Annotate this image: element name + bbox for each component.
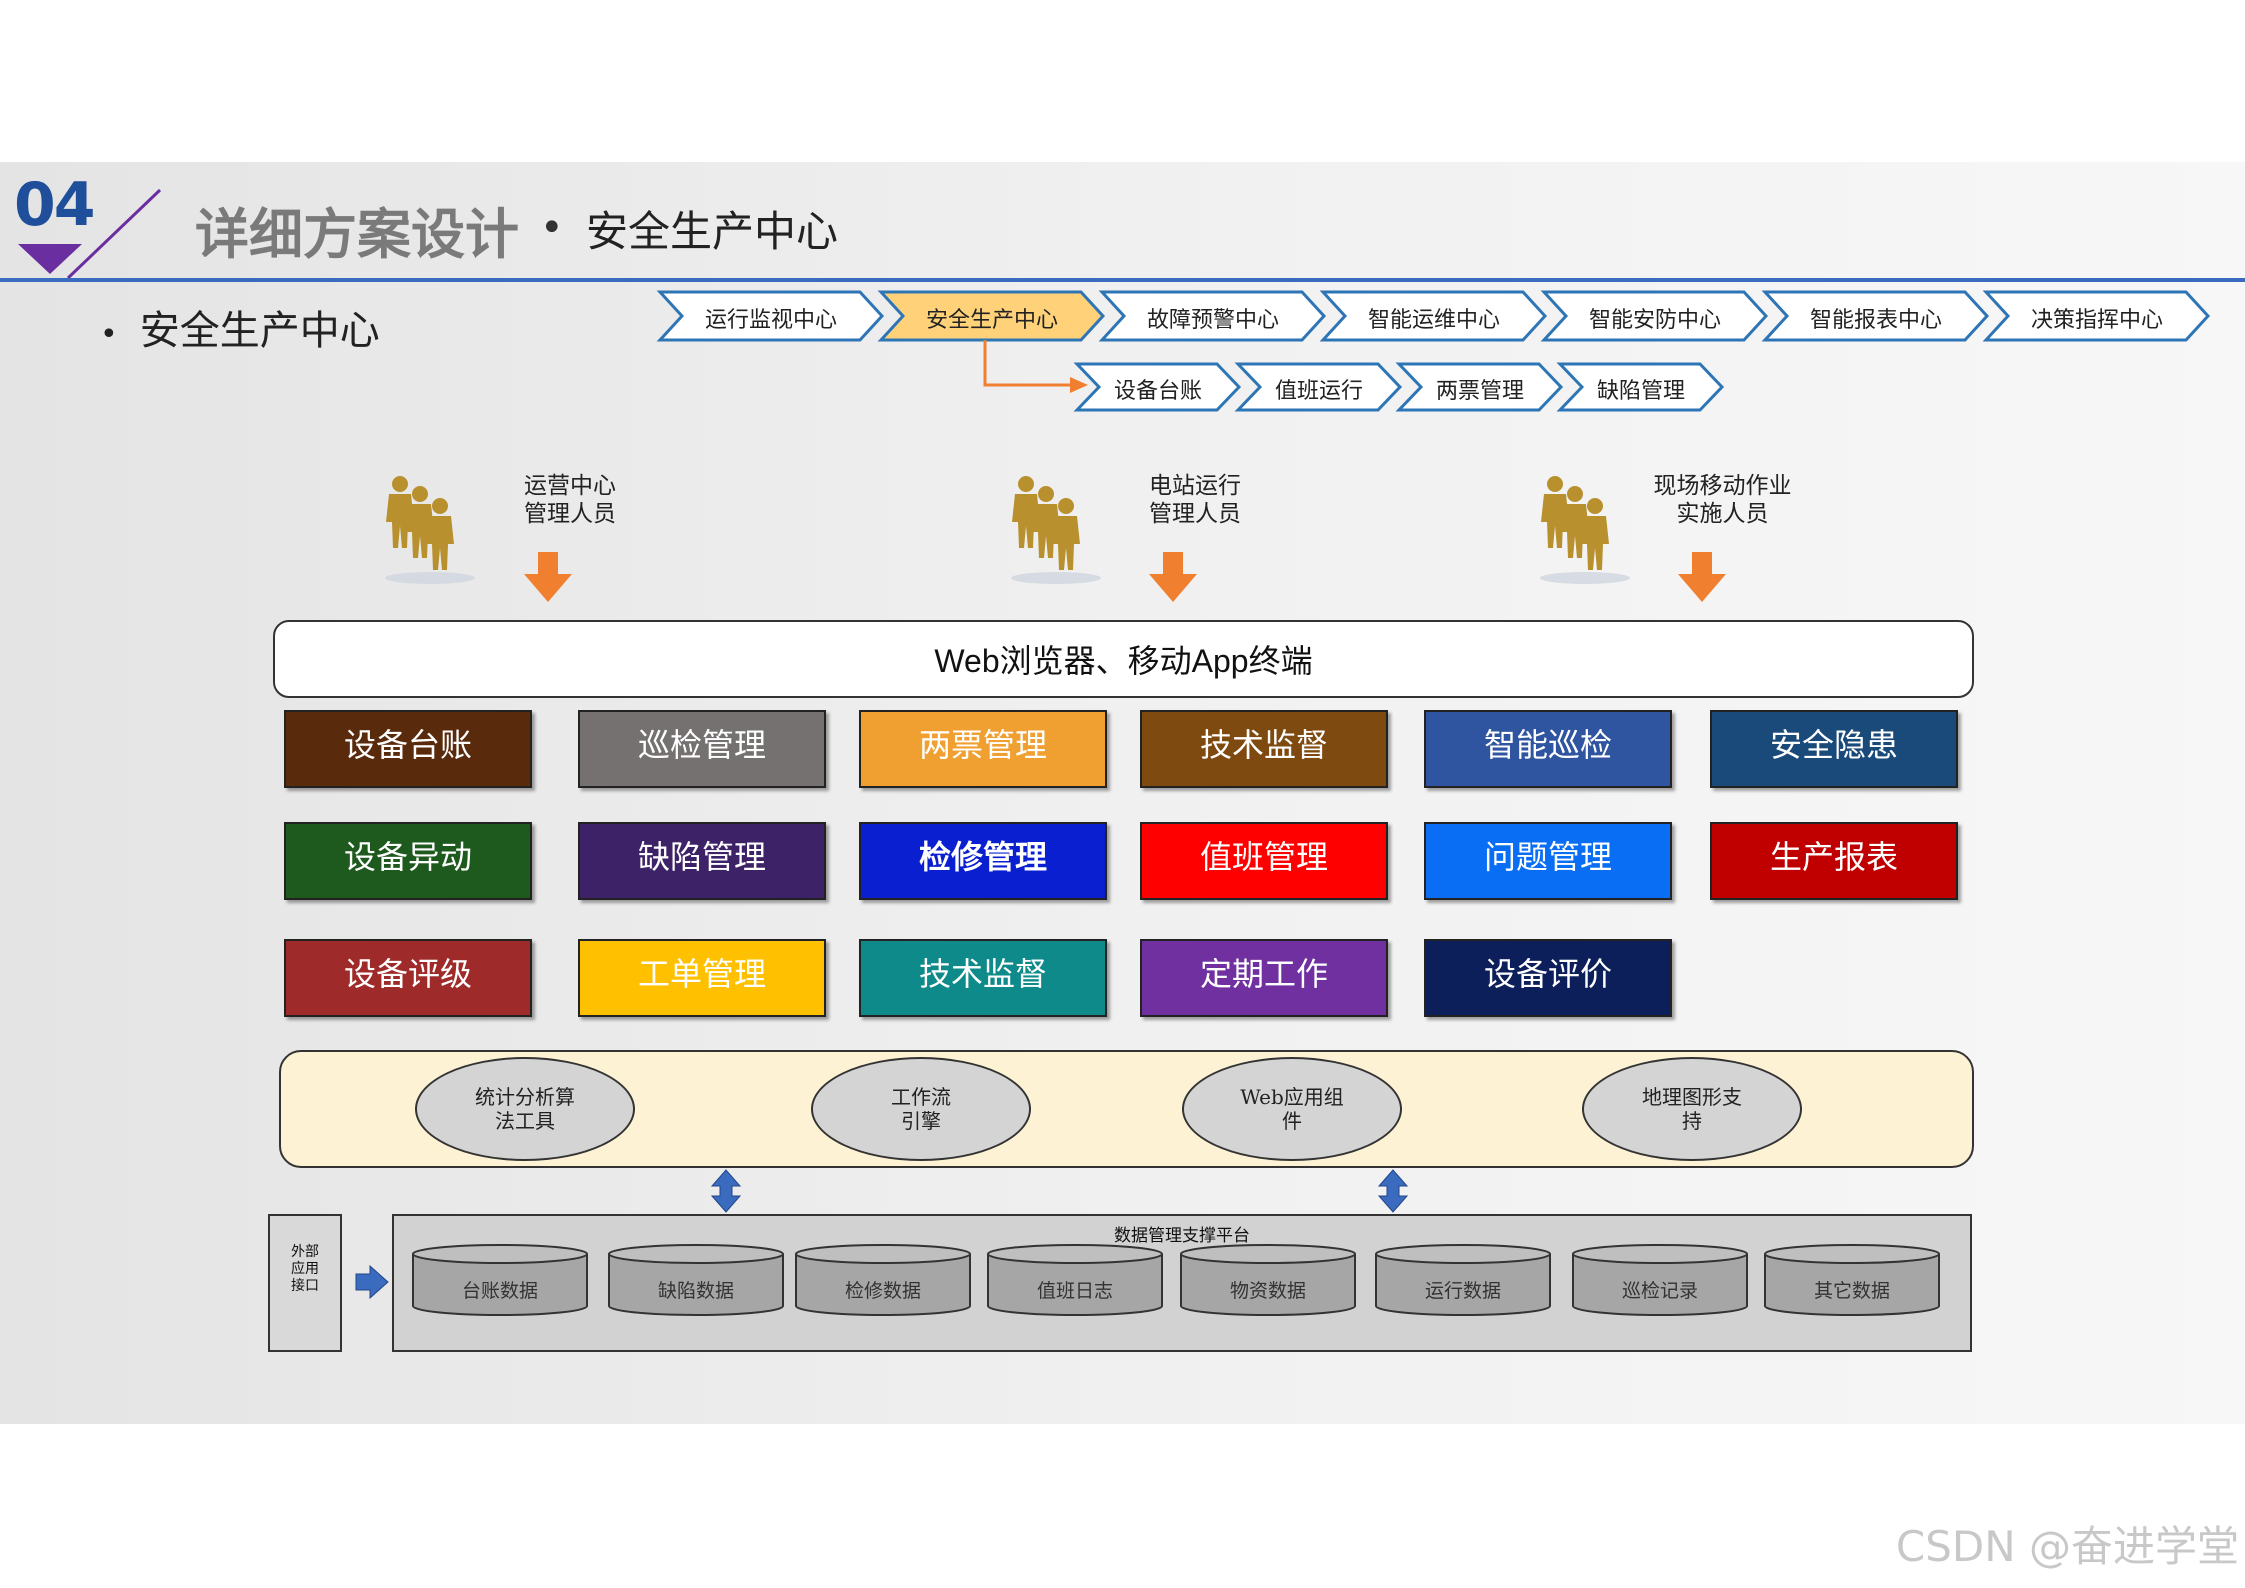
- nav-chevron-shape[interactable]: [656, 290, 885, 342]
- nav-chevron-shape[interactable]: [1098, 290, 1327, 342]
- terminal-bar: Web浏览器、移动App终端: [273, 620, 1974, 698]
- nav-chevrons: [656, 290, 2211, 412]
- database-cylinder-icon: [608, 1244, 784, 1316]
- sync-arrows: [710, 1169, 1409, 1213]
- nav-tab-6[interactable]: 决策指挥中心: [2030, 308, 2163, 333]
- nav-chevron-shape[interactable]: [877, 290, 1106, 342]
- nav-tab-5[interactable]: 智能报表中心: [1809, 308, 1942, 333]
- database-label: 台账数据: [461, 1280, 538, 1302]
- database-label: 运行数据: [1424, 1280, 1501, 1302]
- database-cylinder-icon: [795, 1244, 971, 1316]
- role-label: 电站运行管理人员: [1149, 473, 1241, 527]
- module-tile[interactable]: 巡检管理: [578, 710, 826, 788]
- role-label: 现场移动作业实施人员: [1653, 473, 1792, 527]
- module-tile[interactable]: 两票管理: [859, 710, 1107, 788]
- database-cylinders: [412, 1244, 1940, 1316]
- sub-nav-tab-3[interactable]: 缺陷管理: [1596, 379, 1685, 404]
- sub-nav-chevron-shape[interactable]: [1073, 362, 1242, 412]
- platform-title: 数据管理支撑平台: [1114, 1226, 1250, 1246]
- nav-chevron-shape[interactable]: [1761, 290, 1990, 342]
- sub-nav-chevron-shape[interactable]: [1234, 362, 1403, 412]
- module-tile[interactable]: 设备评级: [284, 939, 532, 1017]
- database-cylinder-icon: [1375, 1244, 1551, 1316]
- module-tile[interactable]: 缺陷管理: [578, 822, 826, 900]
- nav-tab-4[interactable]: 智能安防中心: [1588, 308, 1721, 333]
- module-tile[interactable]: 技术监督: [1140, 710, 1388, 788]
- database-label: 检修数据: [844, 1280, 921, 1302]
- header-slash: [66, 188, 162, 280]
- section-number: 04: [14, 170, 95, 240]
- database-label: 巡检记录: [1621, 1280, 1698, 1302]
- bullet-heading: •安全生产中心: [100, 308, 380, 354]
- database-cylinder-icon: [1572, 1244, 1748, 1316]
- module-tile[interactable]: 设备评价: [1424, 939, 1672, 1017]
- sub-nav-chevron-shape[interactable]: [1556, 362, 1725, 412]
- database-cylinder-icon: [987, 1244, 1163, 1316]
- right-arrow-icon: [355, 1264, 389, 1300]
- double-arrow-icon: [1377, 1169, 1409, 1213]
- module-tile[interactable]: 工单管理: [578, 939, 826, 1017]
- module-tile[interactable]: 生产报表: [1710, 822, 1958, 900]
- database-label: 物资数据: [1229, 1280, 1306, 1302]
- nav-chevron-shape[interactable]: [1319, 290, 1548, 342]
- module-tile[interactable]: 智能巡检: [1424, 710, 1672, 788]
- page-subtitle: 安全生产中心: [586, 207, 839, 256]
- title-separator: •: [540, 205, 564, 251]
- sub-nav-tab-2[interactable]: 两票管理: [1435, 379, 1524, 404]
- nav-chevron-shape[interactable]: [1982, 290, 2211, 342]
- database-label: 值班日志: [1036, 1280, 1113, 1302]
- sub-nav-chevron-shape[interactable]: [1395, 362, 1564, 412]
- section-triangle-icon: [18, 244, 82, 274]
- module-tile[interactable]: 值班管理: [1140, 822, 1388, 900]
- module-tile[interactable]: 安全隐患: [1710, 710, 1958, 788]
- nav-tab-3[interactable]: 智能运维中心: [1367, 308, 1500, 333]
- sub-nav-connector-arrow-icon: [1070, 377, 1088, 393]
- database-cylinder-icon: [1180, 1244, 1356, 1316]
- module-tile[interactable]: 设备异动: [284, 822, 532, 900]
- module-tile[interactable]: 设备台账: [284, 710, 532, 788]
- tool-ellipse: 地理图形支持: [1582, 1057, 1802, 1161]
- module-tile[interactable]: 技术监督: [859, 939, 1107, 1017]
- bullet-heading-text: 安全生产中心: [139, 308, 380, 354]
- module-tile[interactable]: 问题管理: [1424, 822, 1672, 900]
- nav-tab-2[interactable]: 故障预警中心: [1146, 308, 1279, 333]
- nav-tab-1[interactable]: 安全生产中心: [925, 308, 1058, 333]
- tool-ellipse: 工作流引擎: [811, 1057, 1031, 1161]
- nav-chevron-shape[interactable]: [1540, 290, 1769, 342]
- database-cylinder-icon: [412, 1244, 588, 1316]
- tool-ellipse: 统计分析算法工具: [415, 1057, 635, 1161]
- nav-tab-0[interactable]: 运行监视中心: [704, 308, 837, 333]
- database-label: 其它数据: [1813, 1280, 1890, 1302]
- tool-ellipse: Web应用组件: [1182, 1057, 1402, 1161]
- role-label: 运营中心管理人员: [524, 473, 616, 527]
- sub-nav-tab-0[interactable]: 设备台账: [1113, 379, 1202, 404]
- page-title: 详细方案设计: [195, 202, 519, 266]
- sub-nav-tab-1[interactable]: 值班运行: [1274, 379, 1363, 404]
- database-label: 缺陷数据: [657, 1280, 734, 1302]
- sub-nav-connector: [983, 340, 1075, 387]
- header-rule: [0, 278, 2245, 282]
- watermark: CSDN @奋进学堂: [1895, 1522, 2239, 1571]
- module-tile[interactable]: 检修管理: [859, 822, 1107, 900]
- external-interface-box: 外部应用接口: [268, 1214, 342, 1352]
- double-arrow-icon: [710, 1169, 742, 1213]
- database-cylinder-icon: [1764, 1244, 1940, 1316]
- module-tile[interactable]: 定期工作: [1140, 939, 1388, 1017]
